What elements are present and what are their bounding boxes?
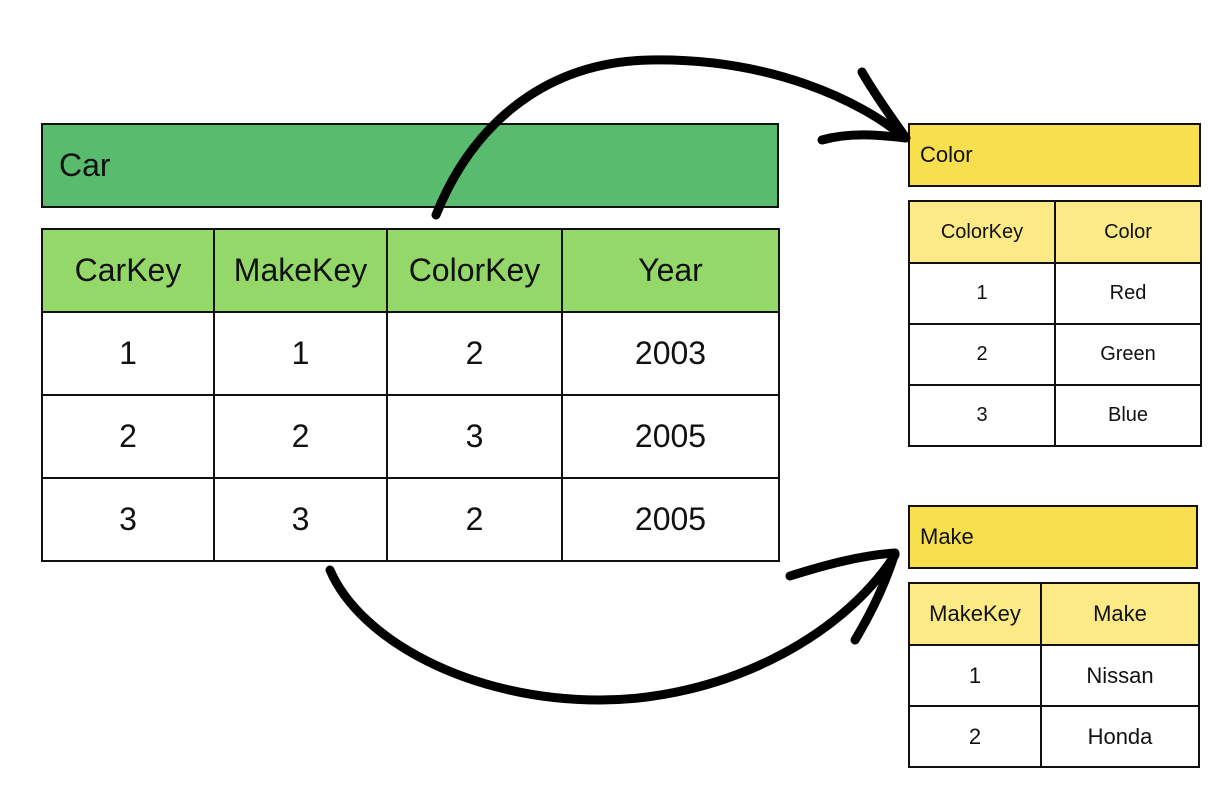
car-row: 2 2 3 2005 (41, 394, 780, 479)
color-header-row: ColorKey Color (908, 200, 1202, 264)
make-table: MakeKey Make 1 Nissan 2 Honda (908, 582, 1200, 768)
colorkey-arrowhead-icon (817, 67, 911, 145)
car-header-row: CarKey MakeKey ColorKey Year (41, 228, 780, 313)
color-cell-key: 1 (908, 262, 1056, 325)
make-cell-value: Nissan (1040, 644, 1200, 707)
car-cell-colorkey: 3 (386, 394, 563, 479)
makekey-to-make-arrow (325, 550, 900, 705)
car-cell-carkey: 3 (41, 477, 215, 562)
color-row: 3 Blue (908, 384, 1202, 447)
car-cell-carkey: 1 (41, 311, 215, 396)
car-table-title: Car (41, 123, 779, 208)
car-header-year: Year (561, 228, 780, 313)
car-row: 1 1 2 2003 (41, 311, 780, 396)
car-table: CarKey MakeKey ColorKey Year 1 1 2 2003 … (41, 228, 780, 562)
color-row: 1 Red (908, 262, 1202, 325)
color-cell-value: Blue (1054, 384, 1202, 447)
color-header-colorkey: ColorKey (908, 200, 1056, 264)
car-header-carkey: CarKey (41, 228, 215, 313)
make-row: 1 Nissan (908, 644, 1200, 707)
color-cell-key: 3 (908, 384, 1056, 447)
car-cell-makekey: 3 (213, 477, 388, 562)
color-cell-key: 2 (908, 323, 1056, 386)
color-row: 2 Green (908, 323, 1202, 386)
car-cell-year: 2003 (561, 311, 780, 396)
makekey-arrowhead-icon (785, 548, 900, 645)
make-header-row: MakeKey Make (908, 582, 1200, 646)
car-cell-makekey: 2 (213, 394, 388, 479)
color-table-title: Color (908, 123, 1201, 187)
car-header-makekey: MakeKey (213, 228, 388, 313)
make-table-title: Make (908, 505, 1198, 569)
car-cell-year: 2005 (561, 394, 780, 479)
car-cell-colorkey: 2 (386, 477, 563, 562)
car-cell-makekey: 1 (213, 311, 388, 396)
make-header-make: Make (1040, 582, 1200, 646)
make-header-makekey: MakeKey (908, 582, 1042, 646)
color-cell-value: Green (1054, 323, 1202, 386)
make-row: 2 Honda (908, 705, 1200, 768)
car-cell-carkey: 2 (41, 394, 215, 479)
car-cell-year: 2005 (561, 477, 780, 562)
car-header-colorkey: ColorKey (386, 228, 563, 313)
color-header-color: Color (1054, 200, 1202, 264)
car-row: 3 3 2 2005 (41, 477, 780, 562)
color-cell-value: Red (1054, 262, 1202, 325)
make-cell-value: Honda (1040, 705, 1200, 768)
car-cell-colorkey: 2 (386, 311, 563, 396)
make-cell-key: 2 (908, 705, 1042, 768)
color-table: ColorKey Color 1 Red 2 Green 3 Blue (908, 200, 1202, 447)
make-cell-key: 1 (908, 644, 1042, 707)
